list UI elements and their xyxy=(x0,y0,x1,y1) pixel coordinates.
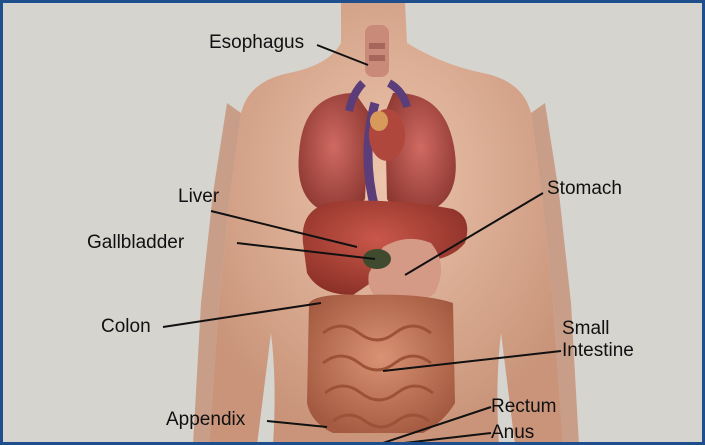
label-small-intestine-line1: Small xyxy=(562,319,610,339)
label-appendix: Appendix xyxy=(166,410,245,430)
label-liver: Liver xyxy=(178,187,219,207)
label-gallbladder: Gallbladder xyxy=(87,233,184,253)
label-anus: Anus xyxy=(491,423,534,443)
label-esophagus: Esophagus xyxy=(209,33,304,53)
label-small-intestine-line2: Intestine xyxy=(562,341,634,361)
label-stomach: Stomach xyxy=(547,179,622,199)
trachea xyxy=(365,25,389,77)
label-rectum: Rectum xyxy=(491,397,556,417)
anatomy-illustration xyxy=(3,3,705,445)
label-colon: Colon xyxy=(101,317,151,337)
intestines xyxy=(307,295,455,433)
